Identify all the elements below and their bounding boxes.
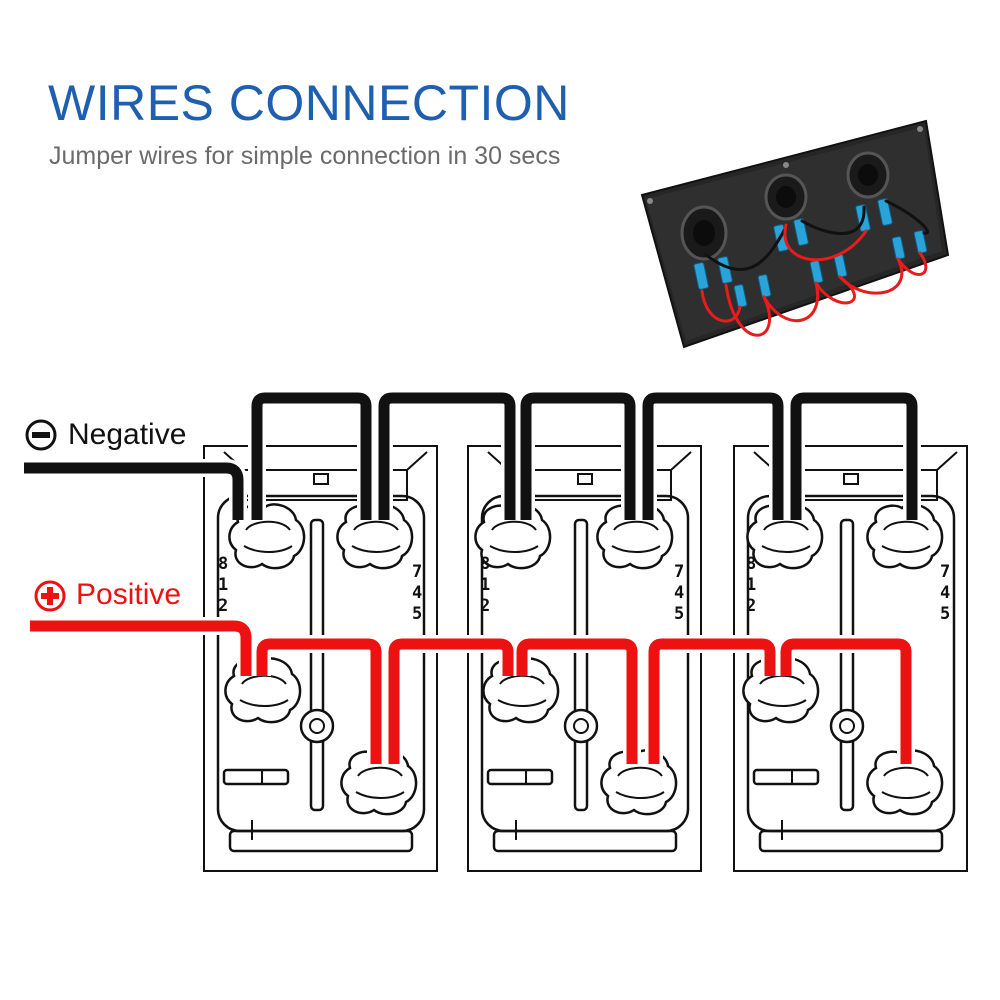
positive-label: Positive: [76, 578, 182, 611]
socket-icon: [846, 151, 890, 199]
minus-icon: [25, 419, 57, 451]
page-subtitle: Jumper wires for simple connection in 30…: [49, 142, 561, 170]
socket-icon: [680, 205, 728, 261]
panel-photo: [640, 119, 950, 349]
negative-label: Negative: [68, 418, 187, 451]
negative-wire: [24, 389, 921, 520]
plus-icon: [34, 580, 66, 612]
positive-wire: [30, 617, 915, 764]
page-title: WIRES CONNECTION: [48, 75, 570, 131]
socket-icon: [764, 173, 808, 221]
